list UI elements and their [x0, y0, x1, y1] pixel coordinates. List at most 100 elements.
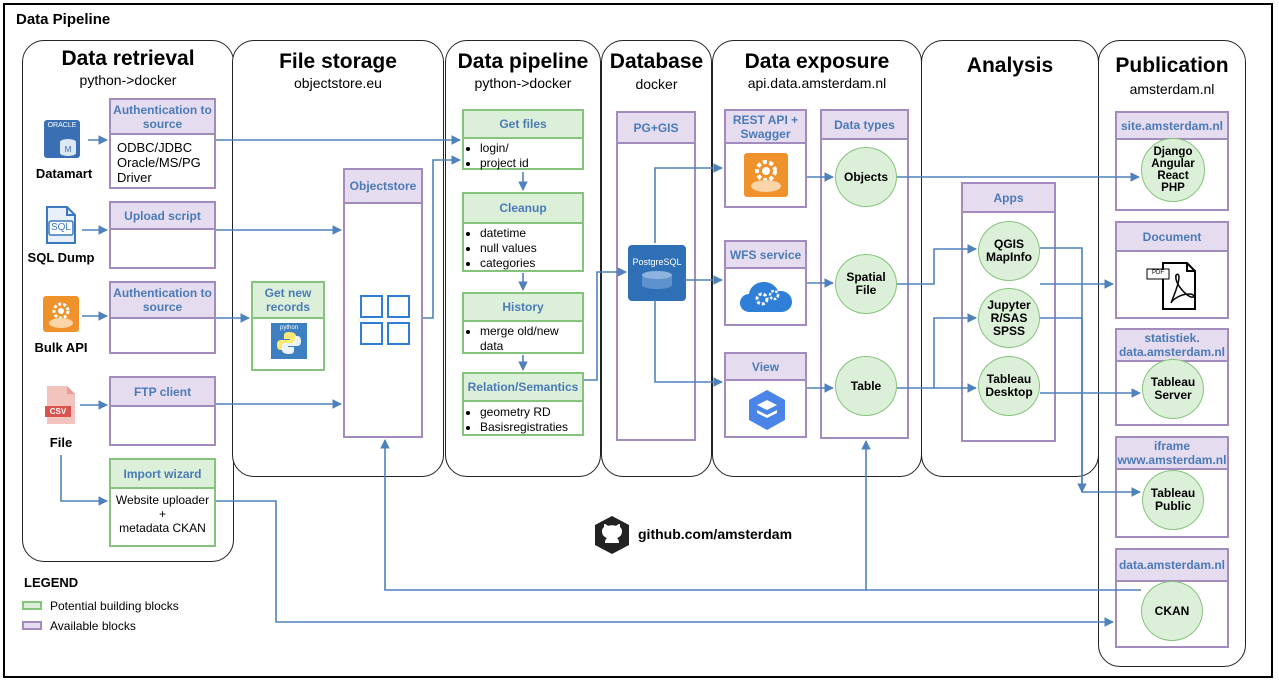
source-bulk-api: Bulk API — [34, 340, 88, 355]
pdf-icon: PDF — [1145, 259, 1201, 311]
column-subtitle: python->docker — [474, 75, 572, 91]
arrow-table-jupyter — [897, 313, 977, 389]
box-header: History — [464, 294, 582, 322]
box-cleanup: Cleanup datetime null values categories — [462, 192, 584, 272]
box-header: Authentication to source — [111, 283, 214, 319]
box-header: WFS service — [726, 242, 805, 269]
column-subtitle: python->docker — [79, 72, 177, 88]
box-header: FTP client — [111, 378, 214, 407]
postgresql-label: PostgreSQL — [632, 257, 682, 267]
tech-item: React — [1157, 170, 1189, 182]
box-wfs-service: WFS service — [724, 240, 807, 326]
arrow-file-wizard — [60, 455, 108, 506]
arrow-spatial-qgis — [897, 244, 977, 285]
column-title: Data retrieval — [61, 47, 195, 70]
box-header: Authentication to source — [111, 100, 214, 135]
legend-swatch-purple — [22, 621, 42, 630]
list-item: datetime — [480, 226, 537, 241]
bulk-api-icon — [43, 296, 79, 332]
box-header: Relation/Semantics — [464, 374, 582, 402]
svg-text:M: M — [65, 145, 72, 154]
arrow-objectstore-getfiles — [423, 155, 461, 319]
python-icon: python — [271, 323, 307, 359]
oracle-database-icon: M ORACLE — [42, 118, 82, 160]
box-authentication-oracle: Authentication to source ODBC/JDBC Oracl… — [109, 98, 216, 189]
box-header: Get new records — [253, 283, 323, 319]
app-jupyter: Jupyter R/SAS SPSS — [978, 288, 1040, 348]
box-header: Apps — [963, 184, 1054, 213]
box-body: datetime null values categories — [466, 226, 537, 271]
box-body: Website uploader + metadata CKAN — [111, 493, 214, 535]
box-import-wizard: Import wizard Website uploader + metadat… — [109, 458, 216, 547]
oracle-label: ORACLE — [47, 122, 77, 129]
body-line: Driver — [117, 170, 152, 185]
objectstore-grid-icon — [359, 294, 411, 346]
csv-label: CSV — [49, 407, 67, 416]
box-site-amsterdam: site.amsterdam.nl — [1115, 111, 1229, 211]
tech-item: Angular — [1151, 158, 1195, 170]
arrow-db-rest — [654, 163, 723, 243]
app-tableau-desktop: Tableau Desktop — [978, 356, 1040, 416]
box-header: Get files — [464, 111, 582, 139]
list-item: project id — [480, 156, 529, 171]
arrow-db-view — [654, 300, 723, 387]
type-objects: Objects — [835, 147, 897, 207]
tech-item: Django — [1153, 146, 1193, 158]
body-line: + — [158, 507, 166, 521]
box-upload-script: Upload script — [109, 201, 216, 269]
ckan-circle: CKAN — [1141, 581, 1203, 641]
api-gear-icon — [744, 153, 788, 197]
box-body: merge old/new data — [466, 324, 582, 354]
source-datamart: Datamart — [35, 166, 93, 181]
csv-file-icon: CSV — [45, 386, 77, 424]
github-link[interactable]: github.com/amsterdam — [638, 526, 793, 542]
box-header: View — [726, 354, 805, 381]
box-objectstore: Objectstore — [343, 168, 423, 438]
postgresql-icon: PostgreSQL — [628, 245, 686, 301]
legend-label: Potential building blocks — [50, 599, 179, 613]
sql-file-icon: SQL — [43, 205, 79, 245]
box-view: View — [724, 352, 807, 438]
column-title: Database — [609, 50, 704, 73]
column-subtitle: docker — [635, 76, 678, 92]
legend-label: Available blocks — [50, 619, 136, 633]
body-line: ODBC/JDBC — [117, 140, 193, 155]
tech-item: PHP — [1161, 182, 1185, 194]
column-subtitle: amsterdam.nl — [1129, 81, 1215, 97]
list-item: geometry RD — [480, 405, 568, 420]
github-icon — [592, 515, 632, 555]
type-table: Table — [835, 356, 897, 416]
tableau-server-circle: Tableau Server — [1142, 359, 1204, 419]
box-rest-api: REST API + Swagger — [724, 109, 807, 208]
source-file: File — [49, 435, 73, 450]
column-title: Publication — [1115, 54, 1229, 77]
column-title: Analysis — [966, 54, 1054, 77]
box-header: Objectstore — [345, 170, 421, 204]
box-pg-gis: PG+GIS PostgreSQL — [616, 111, 696, 441]
body-line: metadata CKAN — [119, 521, 206, 535]
column-title: File storage — [279, 50, 397, 73]
box-ftp-client: FTP client — [109, 376, 216, 446]
arrow-relation-db — [584, 267, 627, 381]
column-subtitle: api.data.amsterdam.nl — [747, 75, 887, 91]
box-header: Import wizard — [111, 460, 214, 489]
box-header: statistiek. data.amsterdam.nl — [1117, 330, 1227, 362]
legend-swatch-green — [22, 601, 42, 610]
arrow-jupyter-public — [1040, 317, 1141, 497]
pdf-label: PDF — [1152, 270, 1164, 276]
box-header: Cleanup — [464, 194, 582, 224]
tableau-public-circle: Tableau Public — [1142, 470, 1204, 530]
box-relation-semantics: Relation/Semantics geometry RD Basisregi… — [462, 372, 584, 436]
sql-label: SQL — [50, 222, 71, 233]
list-item: categories — [480, 256, 537, 271]
arrow-wizard-ckan — [216, 500, 1114, 627]
column-title: Data exposure — [744, 50, 890, 73]
box-header: Document — [1117, 223, 1227, 252]
diagram-title: Data Pipeline — [16, 11, 111, 28]
list-item: Basisregistraties — [480, 420, 568, 435]
box-history: History merge old/new data — [462, 292, 584, 354]
layers-hexagon-icon — [745, 388, 789, 432]
box-document: Document PDF — [1115, 221, 1229, 319]
box-get-new-records: Get new records python — [251, 281, 325, 371]
